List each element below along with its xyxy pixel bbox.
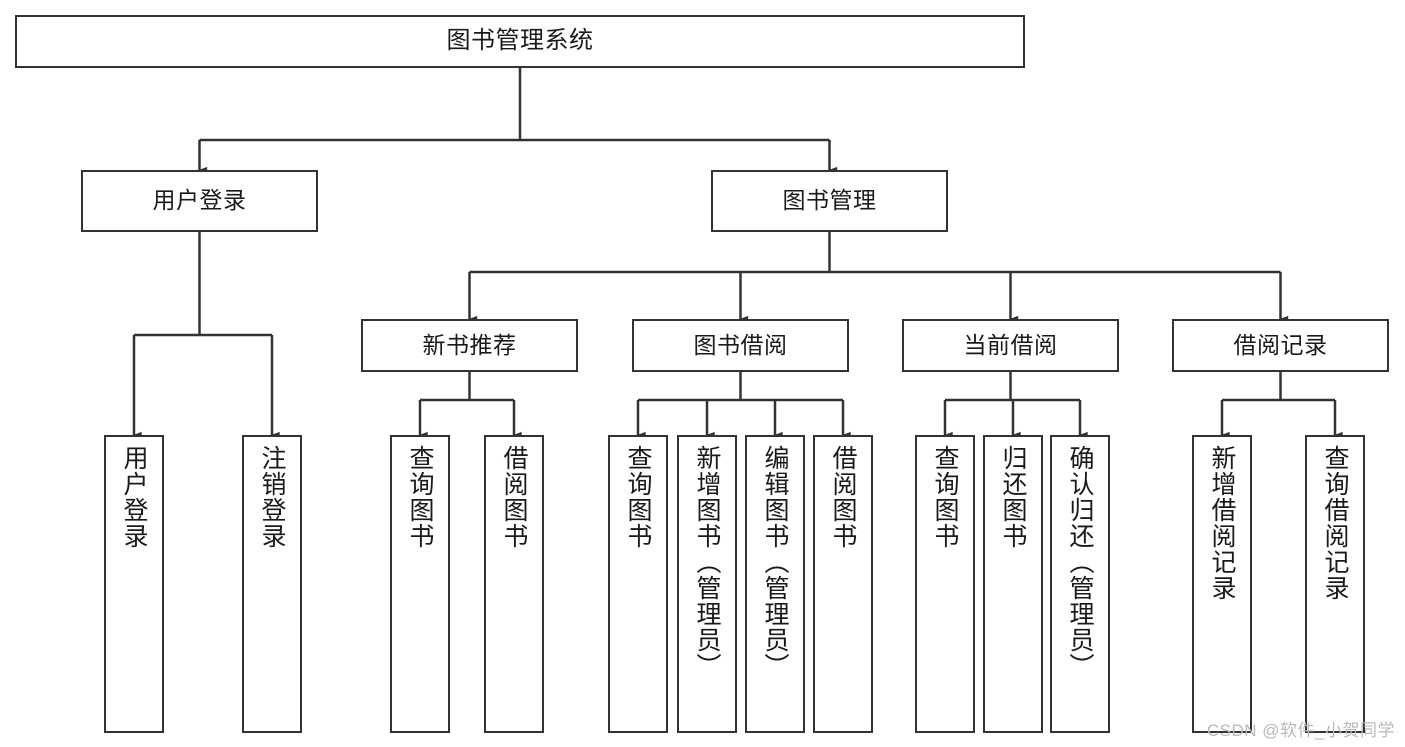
node-leaf-4[interactable]: 借阅图书 xyxy=(484,435,544,733)
node-label: 查询图书 xyxy=(624,445,652,549)
node-label: 图书管理 xyxy=(782,187,877,214)
node-leaf-9[interactable]: 查询图书 xyxy=(915,435,975,733)
node-label: 借阅图书 xyxy=(500,445,528,549)
node-label: 图书管理系统 xyxy=(446,27,594,55)
node-leaf-8[interactable]: 借阅图书 xyxy=(813,435,873,733)
node-leaf-3[interactable]: 查询图书 xyxy=(390,435,450,733)
node-label: 新书推荐 xyxy=(422,331,517,358)
node-user-login[interactable]: 用户登录 xyxy=(81,170,318,232)
node-leaf-10[interactable]: 归还图书 xyxy=(983,435,1043,733)
node-label: 编辑图书（管理员） xyxy=(761,445,789,679)
node-new-book-rec[interactable]: 新书推荐 xyxy=(361,319,578,372)
node-label: 用户登录 xyxy=(120,445,148,549)
node-label: 借阅记录 xyxy=(1233,331,1328,358)
node-label: 归还图书 xyxy=(999,445,1027,549)
node-book-borrow[interactable]: 图书借阅 xyxy=(632,319,849,372)
node-label: 当前借阅 xyxy=(963,331,1058,358)
watermark: CSDN @软件_小贺同学 xyxy=(1206,721,1395,740)
node-root[interactable]: 图书管理系统 xyxy=(15,15,1025,68)
node-label: 注销登录 xyxy=(258,445,286,549)
node-leaf-12[interactable]: 新增借阅记录 xyxy=(1192,435,1252,733)
node-leaf-5[interactable]: 查询图书 xyxy=(608,435,668,733)
node-label: 新增图书（管理员） xyxy=(693,445,721,679)
node-label: 借阅图书 xyxy=(829,445,857,549)
node-leaf-13[interactable]: 查询借阅记录 xyxy=(1305,435,1365,733)
node-borrow-record[interactable]: 借阅记录 xyxy=(1172,319,1389,372)
node-label: 查询图书 xyxy=(931,445,959,549)
node-label: 图书借阅 xyxy=(693,331,788,358)
node-current-borrow[interactable]: 当前借阅 xyxy=(902,319,1119,372)
node-label: 用户登录 xyxy=(152,187,247,214)
node-leaf-11[interactable]: 确认归还（管理员） xyxy=(1050,435,1110,733)
node-leaf-7[interactable]: 编辑图书（管理员） xyxy=(745,435,805,733)
node-label: 新增借阅记录 xyxy=(1208,445,1236,601)
node-leaf-1[interactable]: 用户登录 xyxy=(104,435,164,733)
node-label: 确认归还（管理员） xyxy=(1066,445,1094,679)
node-book-manage[interactable]: 图书管理 xyxy=(711,170,948,232)
node-label: 查询借阅记录 xyxy=(1321,445,1349,601)
node-leaf-2[interactable]: 注销登录 xyxy=(242,435,302,733)
node-label: 查询图书 xyxy=(406,445,434,549)
node-leaf-6[interactable]: 新增图书（管理员） xyxy=(677,435,737,733)
